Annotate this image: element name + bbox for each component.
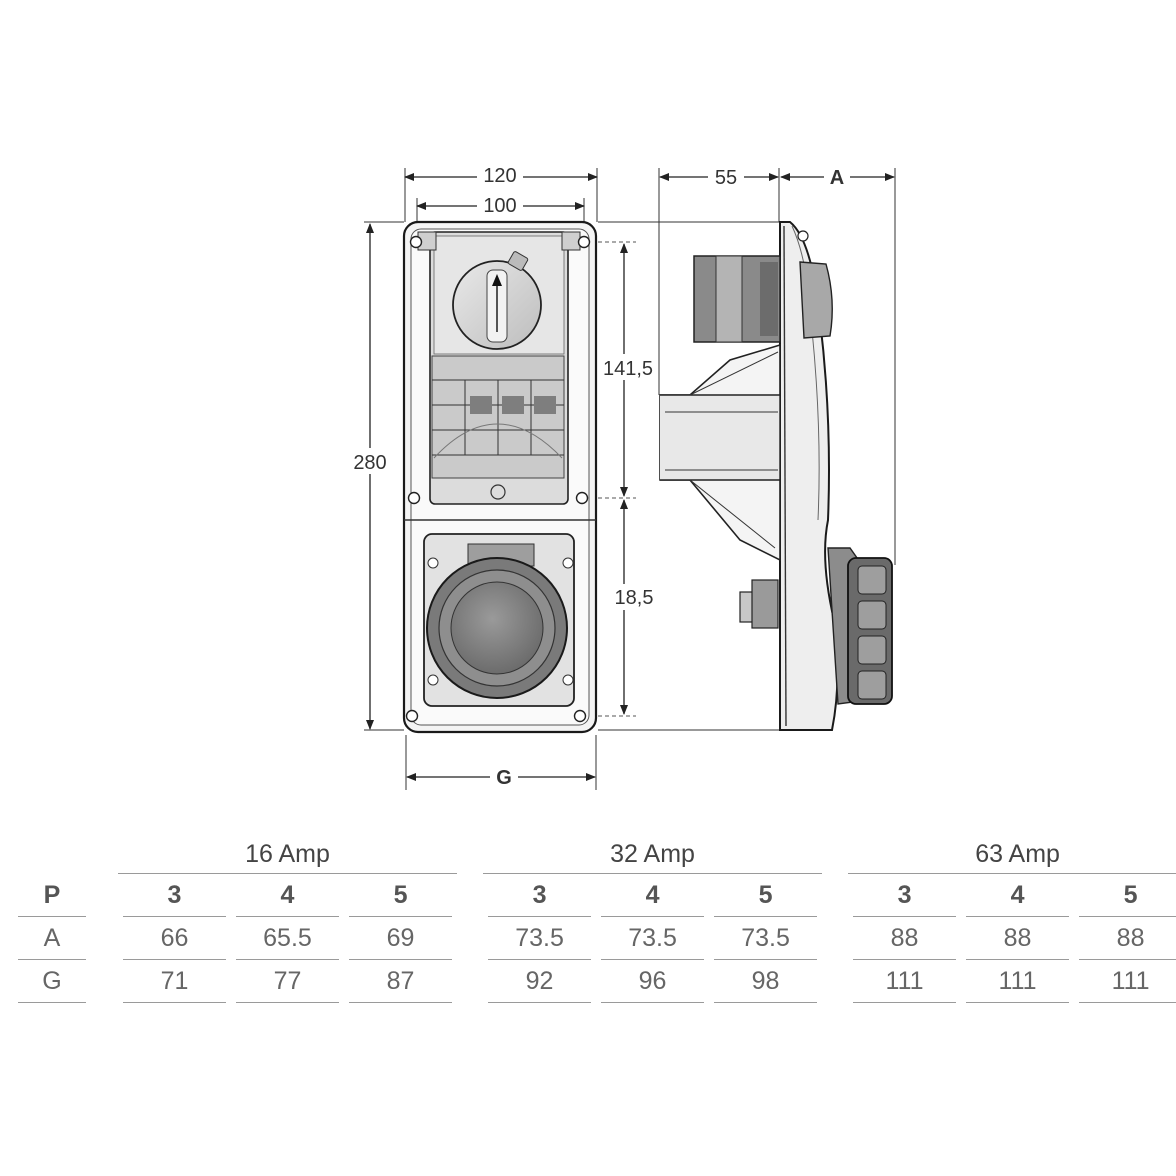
- table-cell: 98: [714, 960, 818, 1003]
- dim-upper-height: 141,5: [603, 358, 653, 380]
- table-cell: 92: [488, 960, 592, 1003]
- row-label: G: [18, 960, 86, 1003]
- group-header-32amp: 32 Amp: [483, 836, 823, 874]
- table-row: A 66 65.5 69 73.5 73.5 73.5 88 88 88: [18, 917, 1176, 960]
- pole-header: 5: [714, 874, 818, 917]
- dim-variable-depth: A: [830, 167, 844, 189]
- dim-height: 280: [353, 452, 386, 474]
- dim-inner-width: 100: [483, 195, 516, 217]
- table-cell: 111: [1079, 960, 1176, 1003]
- group-header-16amp: 16 Amp: [118, 836, 458, 874]
- dim-lower-height: 18,5: [615, 587, 654, 609]
- row-label-header: P: [18, 874, 86, 917]
- table-cell: 111: [853, 960, 957, 1003]
- table-cell: 88: [1079, 917, 1176, 960]
- table-cell: 65.5: [236, 917, 339, 960]
- table-cell: 73.5: [601, 917, 705, 960]
- table-cell: 73.5: [714, 917, 818, 960]
- table-cell: 66: [123, 917, 226, 960]
- table-row: G 71 77 87 92 96 98 111 111 111: [18, 960, 1176, 1003]
- pole-header: 5: [349, 874, 453, 917]
- dimension-table: 16 Amp 32 Amp 63 Amp P 3 4 5 3 4 5 3 4 5…: [18, 836, 1176, 1003]
- table-cell: 73.5: [488, 917, 592, 960]
- group-header-63amp: 63 Amp: [848, 836, 1176, 874]
- row-label: A: [18, 917, 86, 960]
- front-view: 120 100 280 141,5 18,5 G: [346, 162, 660, 790]
- table-cell: 111: [966, 960, 1070, 1003]
- pole-header: 5: [1079, 874, 1176, 917]
- table-cell: 96: [601, 960, 705, 1003]
- table-cell: 87: [349, 960, 453, 1003]
- table-cell: 88: [853, 917, 957, 960]
- table-row: P 3 4 5 3 4 5 3 4 5: [18, 874, 1176, 917]
- pole-header: 3: [853, 874, 957, 917]
- pole-header: 3: [488, 874, 592, 917]
- table-cell: 88: [966, 917, 1070, 960]
- dim-bottom-width: G: [496, 767, 512, 789]
- pole-header: 3: [123, 874, 226, 917]
- table-cell: 77: [236, 960, 339, 1003]
- pole-header: 4: [236, 874, 339, 917]
- side-view: 55 A: [598, 164, 896, 731]
- table-cell: 69: [349, 917, 453, 960]
- pole-header: 4: [966, 874, 1070, 917]
- table-cell: 71: [123, 960, 226, 1003]
- pole-header: 4: [601, 874, 705, 917]
- dim-overall-width: 120: [483, 165, 516, 187]
- dim-depth: 55: [715, 167, 737, 189]
